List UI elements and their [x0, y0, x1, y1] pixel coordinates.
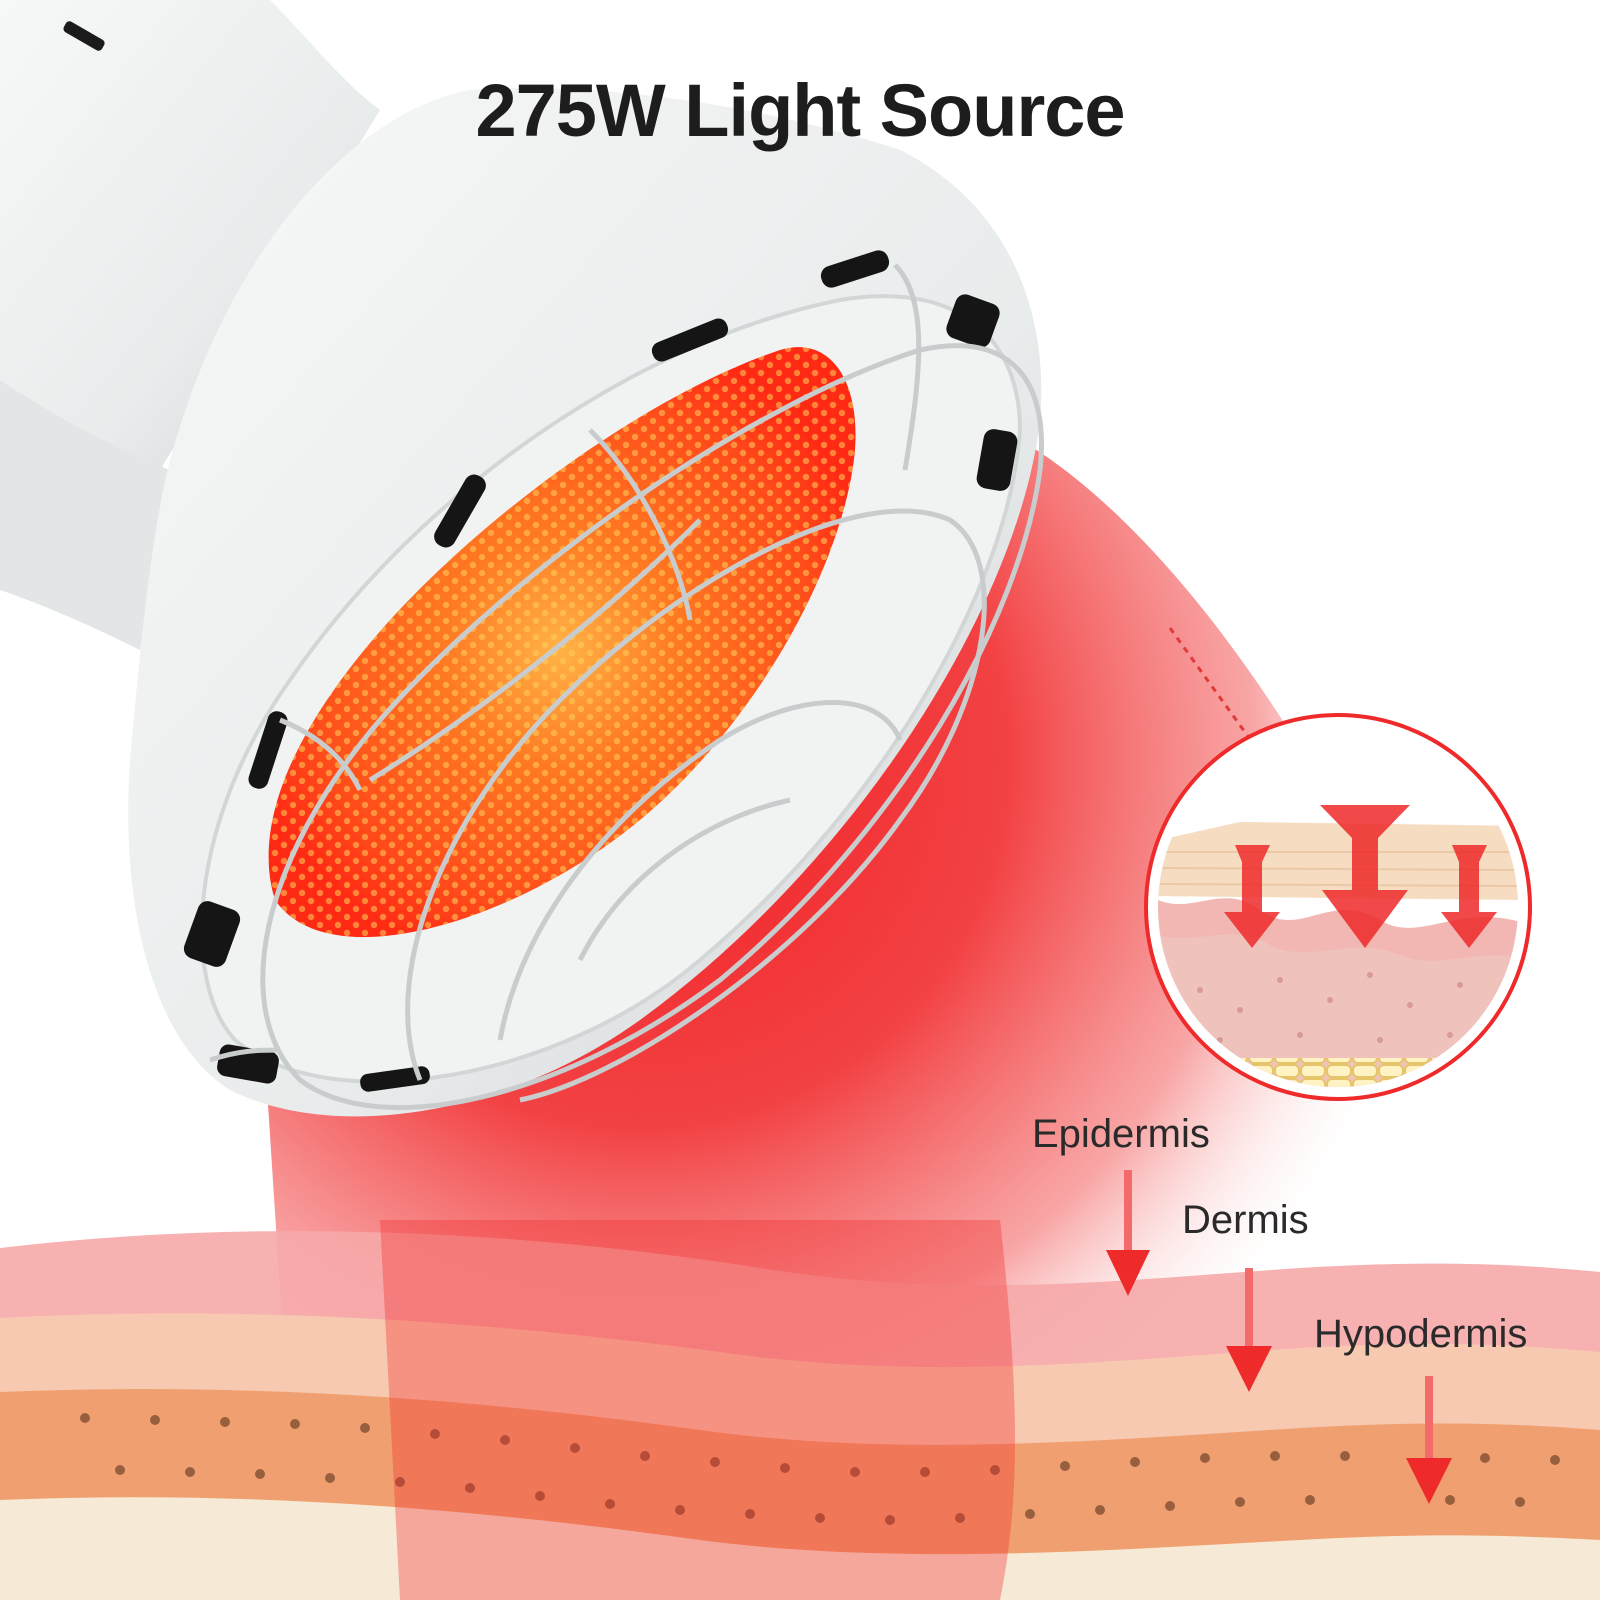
- dermis-label: Dermis: [1182, 1198, 1309, 1242]
- hypodermis-dots: [80, 1413, 1560, 1525]
- beam-on-skin: [380, 1220, 1015, 1600]
- heat-lamp-icon: [0, 0, 1044, 1117]
- down-arrow-icon: [1406, 1376, 1452, 1504]
- down-arrow-icon: [1226, 1268, 1272, 1392]
- wire-guard: [209, 263, 1044, 1111]
- hypodermis-label: Hypodermis: [1314, 1312, 1528, 1356]
- depth-arrows: [1106, 1170, 1452, 1504]
- skin-cross-section: [0, 1231, 1600, 1600]
- down-arrow-icon: [1106, 1170, 1150, 1296]
- epidermis-label: Epidermis: [1032, 1112, 1210, 1156]
- page-title: 275W Light Source: [475, 69, 1125, 152]
